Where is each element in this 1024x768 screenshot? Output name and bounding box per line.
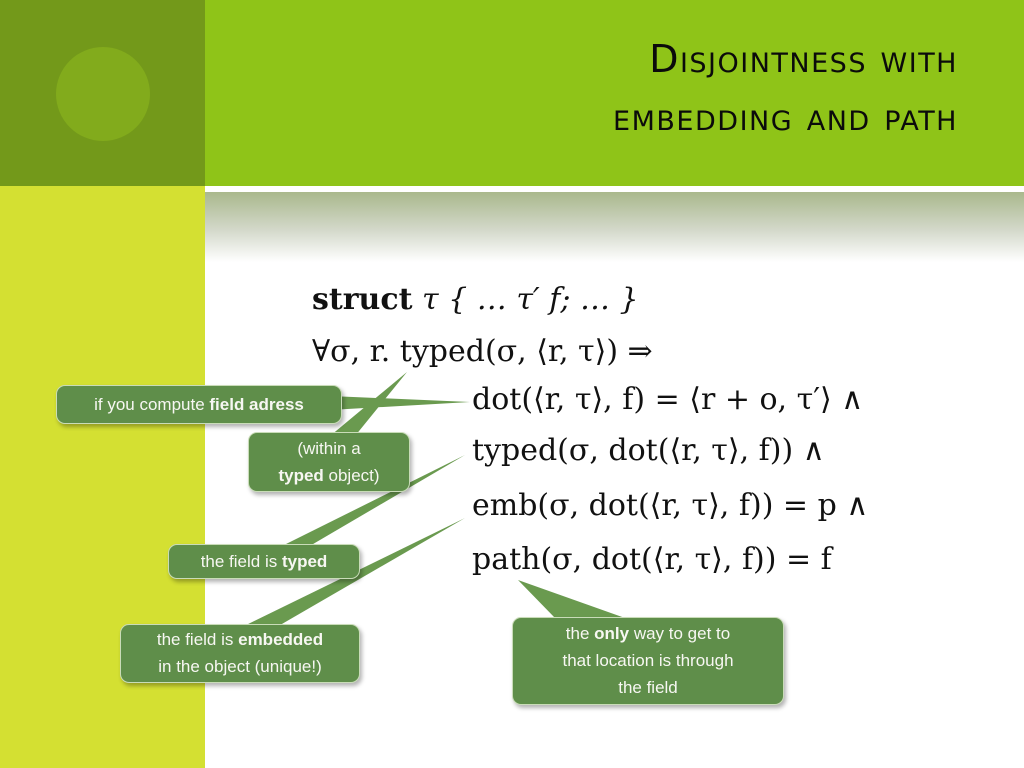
struct-keyword: struct [312,282,413,317]
divider-line [205,186,1024,192]
decorative-circle [56,47,150,141]
callout-only-way: the only way to get to that location is … [512,617,784,705]
pointer-field-typed [280,455,465,547]
callout-field-embedded: the field is embedded in the object (uni… [120,624,360,683]
callout-text: that location is through [562,651,734,670]
callout-line-1: the field is embedded [121,626,359,653]
callout-line-2: typed object) [249,462,409,489]
callout-field-address: if you compute field adress [56,385,342,424]
gradient-band [205,192,1024,262]
callout-bold-text: field adress [209,395,304,414]
callout-text: object) [323,466,380,485]
callout-bold-text: embedded [238,630,324,649]
formula-line-3: dot(⟨r, τ⟩, f) = ⟨r + o, τ′⟩ ∧ [472,382,864,417]
struct-body: τ { … τ′ f; … } [412,282,639,317]
formula-line-4: typed(σ, dot(⟨r, τ⟩, f)) ∧ [472,433,825,468]
callout-text: the field [618,678,678,697]
formula-line-1: struct τ { … τ′ f; … } [312,282,639,317]
title-line-1: Disjointness with [649,37,958,81]
callout-text: if you compute [94,395,210,414]
callout-text: in the object (unique!) [158,657,322,676]
pointer-field-address [330,396,470,410]
callout-bold-text: typed [281,552,328,571]
header-band [205,0,1024,186]
callout-field-typed: the field is typed [168,544,360,579]
formula-line-6: path(σ, dot(⟨r, τ⟩, f)) = f [472,542,832,577]
callout-text: (within a [297,439,361,458]
callout-text: the field is [200,552,282,571]
callout-text: the field is [156,630,239,649]
formula-line-2: ∀σ, r. typed(σ, ⟨r, τ⟩) ⇒ [312,334,653,369]
callout-text: way to get to [629,624,731,643]
pointer-only-way [518,580,625,618]
title-line-2: embedding and path [613,95,958,139]
callout-bold-text: typed [278,466,324,485]
slide-title: Disjointness with embedding and path [613,30,958,146]
pointer-typed-object [330,372,407,436]
formula-line-5: emb(σ, dot(⟨r, τ⟩, f)) = p ∧ [472,488,869,523]
callout-bold-text: only [594,624,630,643]
callout-typed-object: (within a typed object) [248,432,410,492]
callout-line-1: the only way to get to [513,620,783,647]
callout-text: the [565,624,595,643]
